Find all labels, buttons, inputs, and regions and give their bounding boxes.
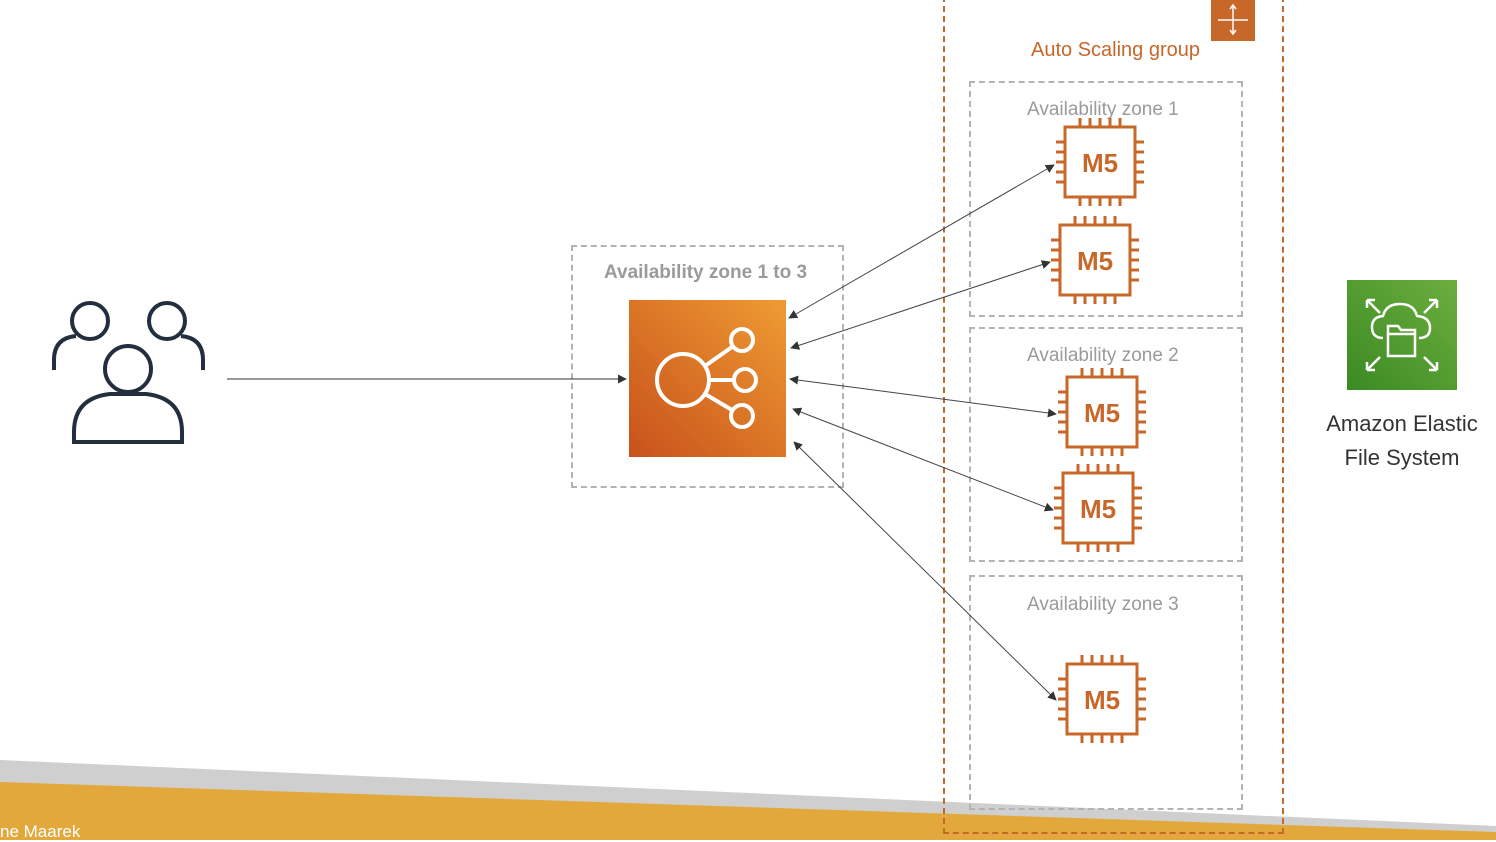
zone-label-3: Availability zone 3: [1027, 594, 1179, 615]
instance-label: M5: [1080, 494, 1116, 524]
lb-instance-arrow-3: [789, 375, 1057, 418]
ec2-instance-icon: M5: [1051, 216, 1139, 304]
lb-instance-arrow-1: [788, 164, 1055, 319]
lb-instance-arrow-5: [793, 441, 1057, 701]
efs-label-line1: Amazon Elastic: [1326, 411, 1478, 436]
footer-author: ne Maarek: [0, 822, 81, 841]
efs-label-line2: File System: [1344, 445, 1460, 470]
instance-label: M5: [1082, 148, 1118, 178]
lb-zone-label: Availability zone 1 to 3: [604, 262, 808, 283]
instance-label: M5: [1084, 685, 1120, 715]
lb-instance-arrow-4: [792, 407, 1054, 512]
ec2-instance-icon: M5: [1058, 368, 1146, 456]
lb-availability-zone: [571, 245, 844, 488]
ec2-instance-icon: M5: [1058, 655, 1146, 743]
zone-label-2: Availability zone 2: [1027, 345, 1179, 366]
users-group-icon: [52, 301, 205, 444]
auto-scaling-icon: [1211, 0, 1255, 41]
ec2-instance-icon: M5: [1056, 118, 1144, 206]
asg-label: Auto Scaling group: [1031, 39, 1201, 61]
efs-icon: [1347, 280, 1457, 390]
instance-label: M5: [1077, 246, 1113, 276]
instance-label: M5: [1084, 398, 1120, 428]
lb-instance-arrow-2: [790, 260, 1051, 350]
load-balancer-icon: [629, 300, 786, 457]
zone-label-1: Availability zone 1: [1027, 99, 1179, 120]
ec2-instance-icon: M5: [1054, 464, 1142, 552]
